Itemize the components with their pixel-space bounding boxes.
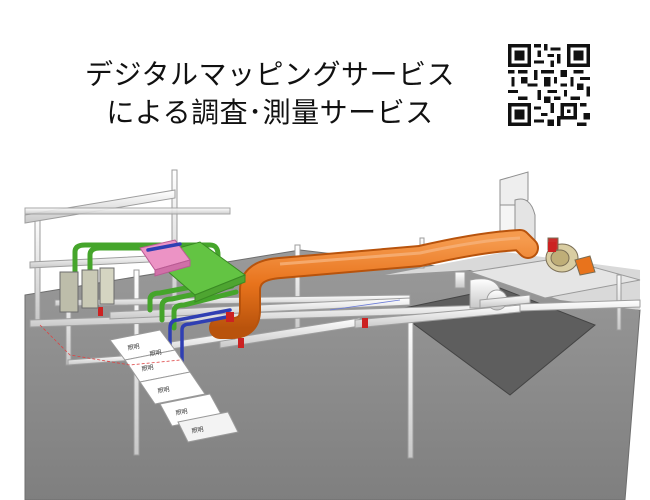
label-text: 照明 bbox=[191, 426, 204, 435]
label-text: 照明 bbox=[149, 349, 162, 358]
headline: デジタルマッピングサービス による調査･測量サービス bbox=[60, 56, 480, 132]
label-text: 照明 bbox=[157, 386, 170, 395]
red-guide-line bbox=[39, 324, 181, 366]
orange-duct bbox=[209, 229, 539, 339]
blue-pipes bbox=[146, 242, 234, 374]
blue-guide-line bbox=[329, 299, 401, 311]
white-pipes bbox=[24, 189, 641, 366]
label-card-texts: 照明 照明 照明 照明 照明 照明 bbox=[127, 343, 204, 435]
platform bbox=[469, 257, 641, 299]
3d-pipe-mapping-illustration: 照明 照明 照明 照明 照明 照明 bbox=[24, 169, 641, 500]
label-text: 照明 bbox=[141, 364, 154, 373]
label-text: 照明 bbox=[175, 408, 188, 417]
qr-code-icon[interactable] bbox=[508, 44, 590, 126]
headline-line-2: による調査･測量サービス bbox=[106, 96, 434, 129]
headline-line-1: デジタルマッピングサービス bbox=[85, 58, 455, 91]
label-cards bbox=[109, 329, 239, 443]
red-fittings bbox=[98, 242, 556, 348]
label-text: 照明 bbox=[127, 343, 140, 352]
hanging-panels bbox=[59, 267, 115, 313]
